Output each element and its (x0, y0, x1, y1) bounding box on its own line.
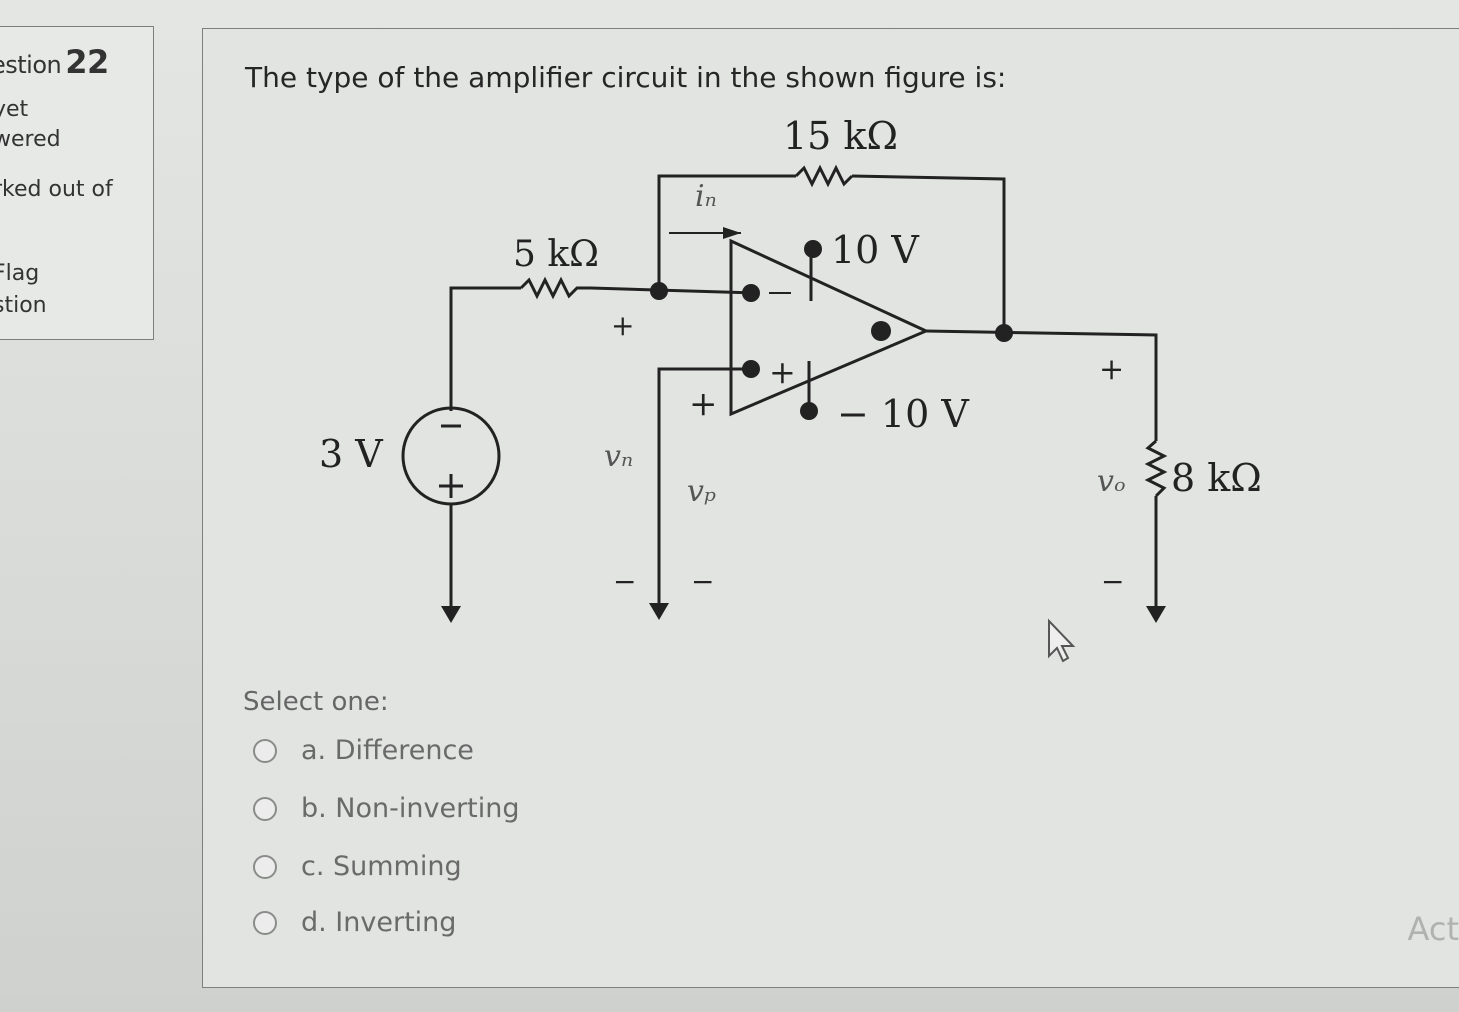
wire-noninverting-input (657, 367, 756, 603)
radio-option-b[interactable] (253, 796, 277, 821)
wire-feedback-left (657, 174, 796, 291)
node-opamp-plus (742, 360, 760, 378)
option-a-label: a. Difference (301, 735, 474, 766)
flag-question-link[interactable]: Flag (0, 261, 40, 286)
wire-inverting-input (590, 286, 757, 295)
option-c[interactable]: c. Summing (253, 851, 462, 882)
option-c-label: c. Summing (301, 851, 462, 882)
question-number: estion22 (0, 43, 109, 81)
label-5k: 5 kΩ (513, 234, 599, 275)
node-inverting (650, 282, 668, 300)
label-vn-plus: + (611, 309, 634, 342)
question-info-panel: estion22 yet wered rked out of ) Flag st… (0, 26, 154, 340)
status-line-2: wered (0, 127, 61, 152)
circuit-diagram: 15 kΩ 5 kΩ 8 kΩ 3 V 10 V − 10 V iₙ vₙ vₚ… (319, 114, 1262, 663)
node-opamp-output (871, 321, 891, 341)
radio-option-d[interactable] (253, 910, 277, 935)
label-vo: vₒ (1097, 464, 1126, 499)
wire-feedback-right (851, 174, 1006, 333)
label-vo-plus: + (1099, 352, 1124, 387)
option-a[interactable]: a. Difference (253, 735, 474, 766)
resistor-8k (1144, 439, 1168, 498)
mouse-cursor-icon (1048, 618, 1076, 663)
option-d-label: d. Inverting (301, 907, 457, 938)
ground-arrow-vp (649, 603, 669, 620)
label-15k: 15 kΩ (783, 114, 898, 158)
resistor-5k (519, 276, 591, 300)
label-vp: vₚ (687, 474, 716, 509)
wire-source-top (449, 286, 521, 411)
label-3v: 3 V (319, 432, 383, 476)
label-vn-minus: − (613, 565, 636, 598)
radio-option-c[interactable] (253, 854, 277, 879)
select-one-prompt: Select one: (243, 687, 389, 717)
option-b[interactable]: b. Non-inverting (253, 793, 520, 824)
current-arrow-head (723, 227, 741, 239)
status-line-1: yet (0, 97, 29, 122)
node-opamp-minus (742, 284, 760, 302)
option-b-label: b. Non-inverting (301, 793, 520, 824)
label-vo-minus: − (1101, 565, 1124, 598)
option-d[interactable]: d. Inverting (253, 907, 456, 938)
label-neg-10v: − 10 V (837, 392, 969, 436)
flag-question-link-2[interactable]: stion (0, 293, 47, 318)
label-vp-minus: − (691, 565, 714, 598)
ground-arrow-source (441, 606, 461, 623)
marked-line-2: ) (0, 207, 2, 232)
label-vn: vₙ (604, 439, 633, 474)
marked-line-1: rked out of (0, 177, 113, 202)
question-text: The type of the amplifier circuit in the… (245, 61, 1007, 94)
question-content: The type of the amplifier circuit in the… (202, 28, 1459, 988)
resistor-15k (794, 164, 854, 188)
node-pos-supply (804, 240, 822, 258)
node-neg-supply (800, 402, 818, 420)
question-number-value: 22 (65, 43, 109, 81)
opamp-triangle (729, 238, 930, 417)
label-opamp-plus: + (769, 353, 796, 391)
node-output (995, 324, 1013, 342)
question-prefix: estion (0, 51, 62, 79)
ground-arrow-load (1146, 606, 1166, 623)
label-in: iₙ (695, 179, 717, 214)
label-10v: 10 V (831, 228, 919, 272)
radio-option-a[interactable] (253, 738, 277, 763)
activation-watermark: Act (1407, 910, 1459, 948)
label-vp-plus: + (689, 384, 718, 424)
label-8k: 8 kΩ (1171, 456, 1262, 500)
